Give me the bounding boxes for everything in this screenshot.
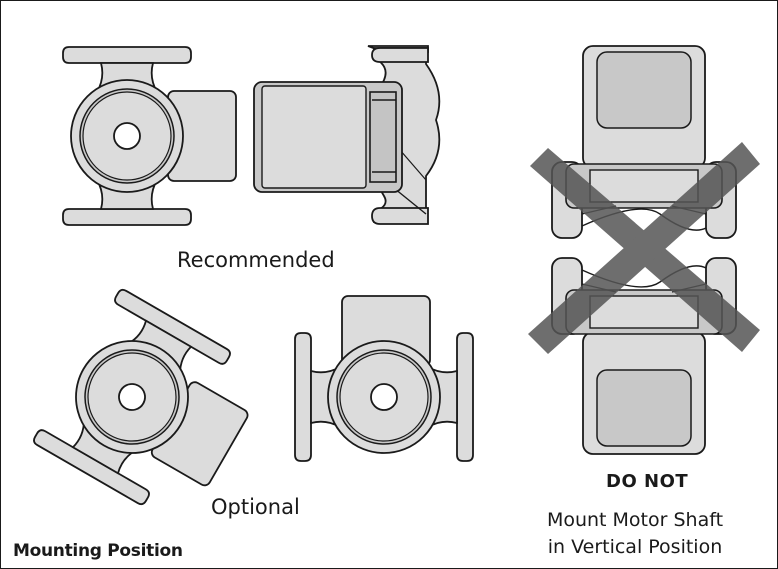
- optional-pump-rotated: [31, 287, 249, 507]
- do-not-line-2: in Vertical Position: [547, 536, 723, 558]
- recommended-pump-side: [253, 45, 441, 225]
- do-not-line-1: Mount Motor Shaft: [546, 509, 724, 531]
- optional-label: Optional: [211, 495, 300, 519]
- do-not-heading: DO NOT: [606, 471, 689, 492]
- optional-pump-upright: [294, 295, 474, 462]
- recommended-label: Recommended: [177, 248, 335, 272]
- figure-title: Mounting Position: [13, 541, 183, 561]
- prohibition-cross: [528, 142, 760, 354]
- recommended-pump-front: [62, 46, 237, 226]
